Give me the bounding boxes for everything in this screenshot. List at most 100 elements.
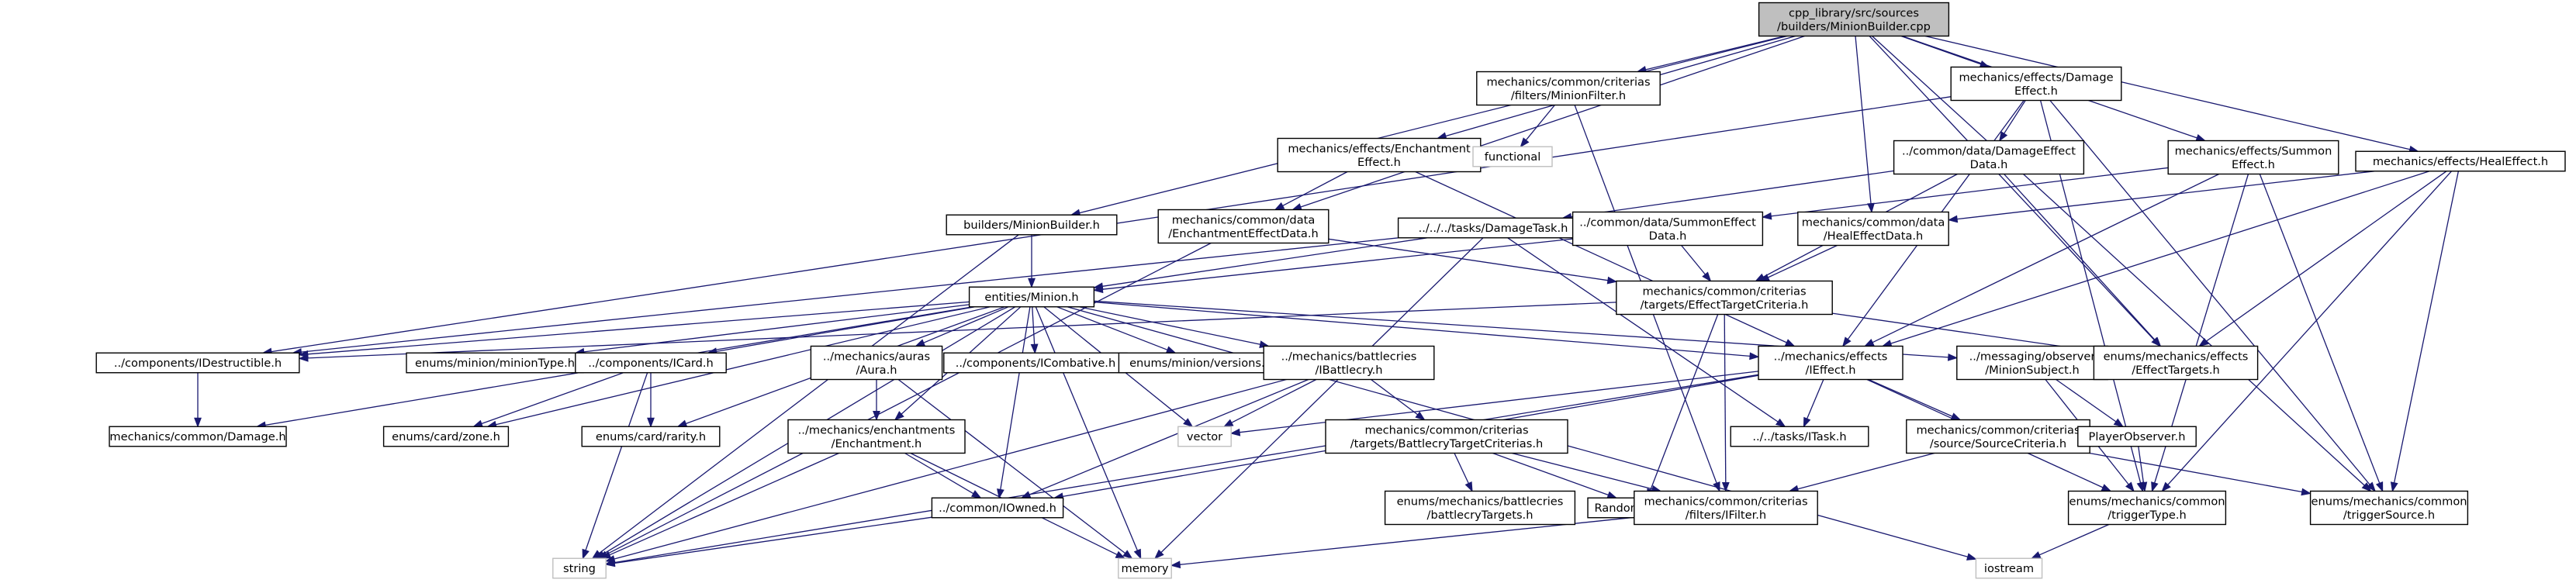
edge-line <box>1035 306 1138 551</box>
node-itask[interactable]: ../../tasks/ITask.h <box>1730 426 1869 447</box>
node-bctargets[interactable]: enums/mechanics/battlecries/battlecryTar… <box>1384 490 1576 526</box>
node-label: mechanics/effects/Summon <box>2175 144 2332 157</box>
node-memory: memory <box>1118 557 1172 579</box>
edge-summoneffect-to-summoneffectdata <box>1762 167 2169 220</box>
edge-line <box>1681 245 1706 275</box>
edge-line <box>2049 100 2370 485</box>
node-damagetask[interactable]: ../../../tasks/DamageTask.h <box>1397 217 1589 239</box>
edge-arrowhead <box>1030 343 1039 354</box>
node-miniontype[interactable]: enums/minion/minionType.h <box>406 352 584 374</box>
node-label: cpp_library/src/sources <box>1789 6 1919 19</box>
node-srccrit[interactable]: mechanics/common/criterias/source/Source… <box>1906 419 2090 454</box>
edge-line <box>583 304 970 353</box>
edge-line <box>481 372 624 425</box>
edge-icard-to-zone <box>472 372 624 428</box>
edge-arrowhead <box>1028 278 1036 288</box>
edge-line <box>1056 306 1168 350</box>
edge-arrowhead <box>1133 548 1142 560</box>
node-ibattlecry[interactable]: ../mechanics/battlecries/IBattlecry.h <box>1263 345 1435 381</box>
nodes-layer: cpp_library/src/sources/builders/MinionB… <box>95 2 2566 579</box>
edge-line <box>1724 314 1727 483</box>
node-damage[interactable]: mechanics/common/Damage.h <box>109 426 287 447</box>
node-idestructible[interactable]: ../components/IDestructible.h <box>95 352 300 374</box>
edge-line <box>1094 301 1751 357</box>
node-minionfilter[interactable]: mechanics/common/criterias/filters/Minio… <box>1476 71 1661 106</box>
node-box <box>109 426 287 447</box>
node-box <box>1758 2 1950 37</box>
edge-line <box>1029 378 1309 495</box>
edge-line <box>1507 237 1779 423</box>
edge-minion-to-memory <box>1035 306 1142 560</box>
node-icard[interactable]: ../components/ICard.h <box>575 352 727 374</box>
edge-aura-to-enchantment <box>873 379 880 421</box>
edge-icard-to-string <box>582 372 648 560</box>
edge-line <box>1872 36 2365 486</box>
edge-icard-to-rarity <box>647 372 655 428</box>
node-minion[interactable]: entities/Minion.h <box>968 286 1095 308</box>
node-encheffectdata[interactable]: mechanics/common/data/EnchantmentEffectD… <box>1157 209 1329 244</box>
node-box <box>406 352 584 374</box>
edge-line <box>1415 171 1787 343</box>
node-iowned[interactable]: ../common/IOwned.h <box>931 497 1064 519</box>
edge-arrowhead <box>604 559 616 567</box>
edge-arrowhead <box>594 550 606 560</box>
edge-srccrit-to-ifilter <box>1788 452 1935 493</box>
node-playerobs[interactable]: PlayerObserver.h <box>2077 426 2197 447</box>
edge-line <box>904 452 974 495</box>
node-btc[interactable]: mechanics/common/criterias/targets/Battl… <box>1325 419 1568 454</box>
node-label: /filters/MinionFilter.h <box>1511 89 1626 102</box>
node-triggertype[interactable]: enums/mechanics/common/triggerType.h <box>2067 490 2227 526</box>
edge-line <box>307 301 970 355</box>
edge-arrowhead <box>676 419 688 427</box>
node-ieffect[interactable]: ../mechanics/effects/IEffect.h <box>1758 345 1903 381</box>
node-healeffectdata[interactable]: mechanics/common/data/HealEffectData.h <box>1797 211 1949 247</box>
edge-dmgeffect-to-triggersource <box>2049 100 2377 492</box>
node-mb-h[interactable]: builders/MinionBuilder.h <box>946 214 1118 236</box>
edge-line <box>1868 378 1953 417</box>
node-functional: functional <box>1472 146 1553 167</box>
node-vector: vector <box>1177 426 1232 447</box>
edge-line <box>1102 238 1573 290</box>
node-box <box>1730 426 1869 447</box>
edge-line <box>1869 36 2155 340</box>
node-aura[interactable]: ../mechanics/auras/Aura.h <box>810 345 943 381</box>
node-efftargets[interactable]: enums/mechanics/effects/EffectTargets.h <box>2093 345 2259 381</box>
node-box <box>382 426 510 447</box>
node-summoneffect[interactable]: mechanics/effects/SummonEffect.h <box>2167 140 2339 175</box>
node-ifilter[interactable]: mechanics/common/criterias/filters/IFilt… <box>1634 490 1818 526</box>
edge-line <box>1454 453 1469 484</box>
node-label: mechanics/effects/Enchantment <box>1288 142 1471 155</box>
node-label: Effect.h <box>1357 156 1401 169</box>
node-encheffect[interactable]: mechanics/effects/EnchantmentEffect.h <box>1277 137 1482 173</box>
node-zone[interactable]: enums/card/zone.h <box>382 426 510 447</box>
node-label: enums/mechanics/common <box>2069 495 2225 508</box>
edge-line <box>1371 378 1419 416</box>
node-label: /triggerSource.h <box>2343 509 2435 522</box>
node-versions[interactable]: enums/minion/versions.h <box>1118 352 1284 374</box>
node-rarity[interactable]: enums/card/rarity.h <box>581 426 721 447</box>
node-enchantment[interactable]: ../mechanics/enchantments/Enchantment.h <box>787 419 966 454</box>
edge-line <box>2205 171 2447 342</box>
node-label: ../components/ICombative.h <box>956 357 1115 370</box>
edge-arrowhead <box>1093 285 1104 294</box>
node-healeffect[interactable]: mechanics/effects/HealEffect.h <box>2355 150 2566 172</box>
edge-arrowhead <box>2390 481 2398 492</box>
node-efftargetcrit[interactable]: mechanics/common/criterias/targets/Effec… <box>1616 280 1833 316</box>
node-dmgeffect[interactable]: mechanics/effects/DamageEffect.h <box>1950 66 2122 102</box>
node-minionsubject[interactable]: ../messaging/observer/MinionSubject.h <box>1956 345 2108 381</box>
edge-arrowhead <box>1291 203 1302 211</box>
edge-arrowhead <box>873 411 880 421</box>
edge-line <box>1328 238 1608 281</box>
node-label: enums/minion/versions.h <box>1129 357 1272 370</box>
edge-aura-to-memory <box>897 378 1133 560</box>
edge-arrowhead <box>2375 481 2384 492</box>
edge-minion-to-iowned <box>997 306 1031 499</box>
node-root[interactable]: cpp_library/src/sources/builders/MinionB… <box>1758 2 1950 37</box>
node-label: enums/minion/minionType.h <box>415 357 575 370</box>
node-icombative[interactable]: ../components/ICombative.h <box>943 352 1128 374</box>
node-label: mechanics/common/criterias <box>1916 423 2080 436</box>
edge-arrowhead <box>298 350 309 358</box>
node-triggersource[interactable]: enums/mechanics/common/triggerSource.h <box>2309 490 2469 526</box>
